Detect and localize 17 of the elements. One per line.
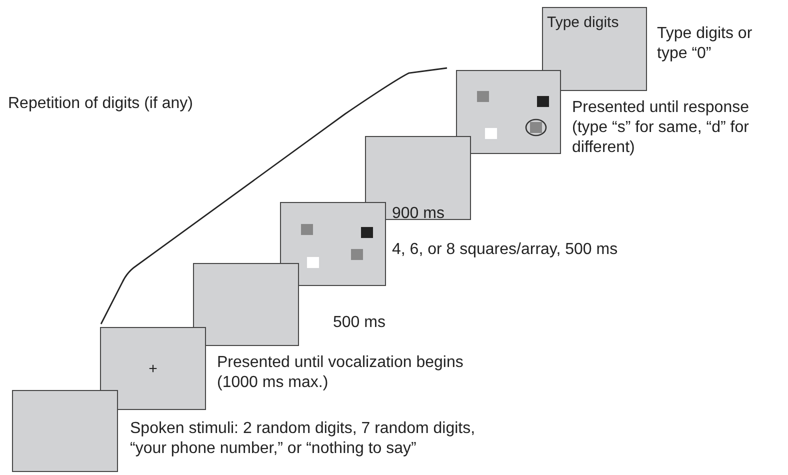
screen-caption: 900 ms [392,204,446,224]
screen-text: Type digits [547,14,619,31]
screen-caption: Spoken stimuli: 2 random digits, 7 random digits, “your phone number,” or “nothing to say” [130,419,476,459]
stimulus-screen [280,202,386,286]
blank-screen [12,390,118,472]
fixation-cross: + [148,360,158,377]
screen [100,327,206,410]
screen-caption: Type digits or type “0” [657,24,754,64]
screen-caption: 4, 6, or 8 squares/array, 500 ms [392,240,619,260]
screen-caption: Presented until vocalization begins (1000 ms max.) [217,353,464,393]
bracket-label: Repetition of digits (if any) [8,94,194,114]
screen-caption: Presented until response (type “s” for same, “d” for different) [572,98,750,158]
screen-caption: 500 ms [333,313,386,333]
blank-screen [193,263,299,346]
blank-screen [365,136,471,220]
screen [542,7,647,91]
stimulus-screen [456,70,561,154]
